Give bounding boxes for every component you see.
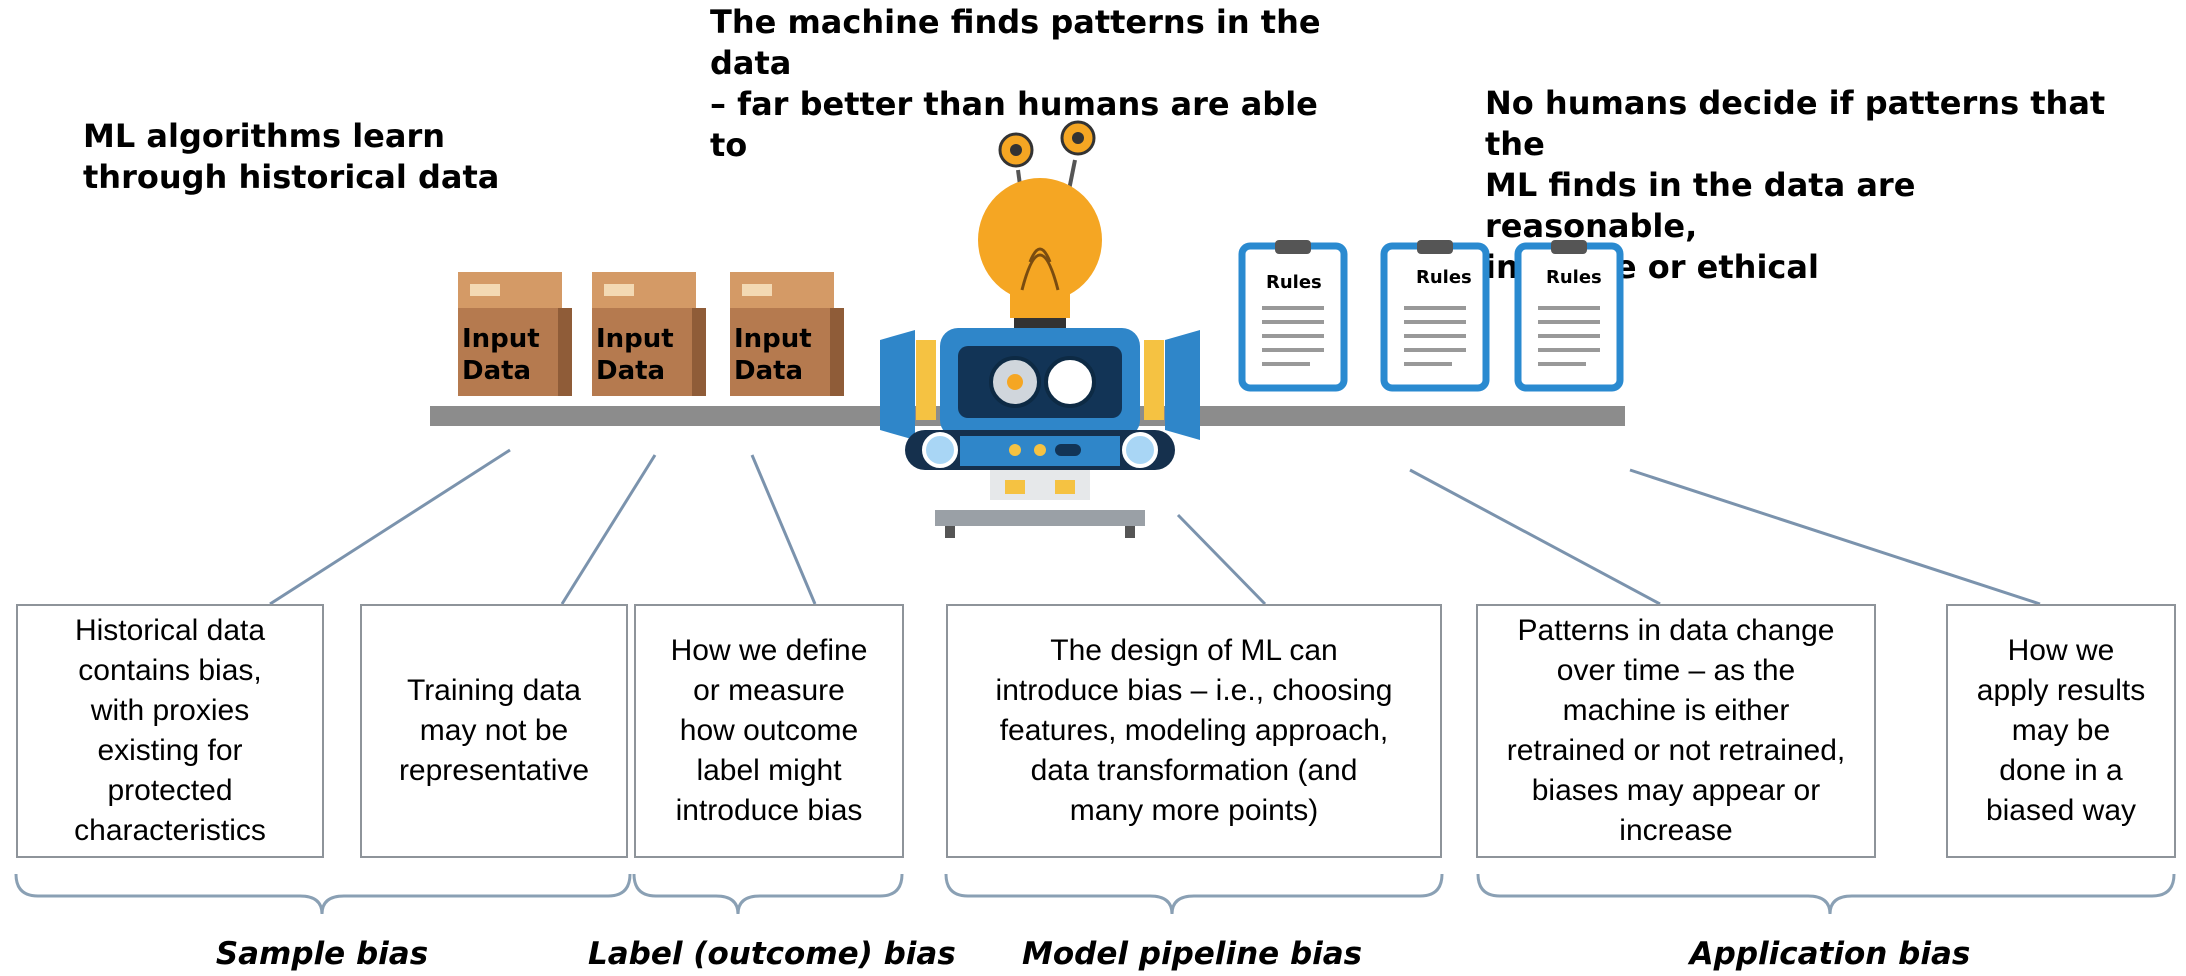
connector-lines: [269, 448, 2041, 606]
bias-box-historical-data: Historical data contains bias, with prox…: [16, 604, 324, 858]
input-data-label-1b: Data: [462, 356, 531, 386]
input-data-box: Input Data: [458, 272, 572, 396]
connector-line: [750, 454, 817, 605]
rules-clipboard: Rules: [1380, 240, 1490, 392]
bias-box-text: How we define or measure how outcome lab…: [670, 634, 868, 827]
lightbulb-icon: [978, 178, 1102, 302]
heading-no-human-review: No humans decide if patterns that the ML…: [1485, 84, 2106, 286]
label-sample-bias: Sample bias: [215, 936, 429, 972]
bracket-application-bias: [1476, 873, 2176, 915]
bracket-pipeline-bias: [944, 873, 1444, 915]
rules-clipboard: Rules: [1514, 240, 1624, 392]
bracket-label-bias: [632, 873, 904, 915]
brackets: [14, 873, 2176, 915]
bias-box-text: Training data may not be representative: [398, 674, 590, 787]
input-data-label-2b: Data: [596, 356, 665, 386]
bias-box-text: Historical data contains bias, with prox…: [74, 614, 266, 847]
rules-clipboard: Rules: [1238, 240, 1348, 392]
connector-line: [1409, 468, 1661, 606]
heading-historical-data: ML algorithms learn through historical d…: [83, 117, 500, 196]
label-application-bias: Application bias: [1689, 936, 1971, 972]
input-data-label-1: Input: [462, 324, 540, 354]
robot-machine-icon: [880, 120, 1200, 538]
bias-box-text: The design of ML can introduce bias – i.…: [995, 634, 1393, 827]
input-data-label-3b: Data: [734, 356, 803, 386]
heading-patterns: The machine finds patterns in the data –…: [710, 3, 1321, 164]
label-pipeline-bias: Model pipeline bias: [1022, 936, 1363, 972]
input-data-label-3: Input: [734, 324, 812, 354]
rules-label-2: Rules: [1416, 267, 1472, 288]
connector-line: [560, 454, 657, 605]
bracket-sample-bias: [14, 873, 632, 915]
connector-line: [1176, 513, 1267, 606]
rules-label-3: Rules: [1546, 267, 1602, 288]
label-outcome-bias: Label (outcome) bias: [588, 936, 956, 972]
input-data-box: Input Data: [592, 272, 706, 396]
connector-line: [1629, 468, 2041, 606]
rules-label-1: Rules: [1266, 272, 1322, 293]
bias-box-text: Patterns in data change over time – as t…: [1506, 614, 1846, 847]
bias-box-patterns-change: Patterns in data change over time – as t…: [1476, 604, 1876, 858]
input-data-label-2: Input: [596, 324, 674, 354]
bias-box-outcome-label: How we define or measure how outcome lab…: [634, 604, 904, 858]
bias-box-text: How we apply results may be done in a bi…: [1976, 634, 2146, 827]
bias-box-ml-design: The design of ML can introduce bias – i.…: [946, 604, 1442, 858]
bias-box-training-data: Training data may not be representative: [360, 604, 628, 858]
bias-box-apply-results: How we apply results may be done in a bi…: [1946, 604, 2176, 858]
input-data-box: Input Data: [730, 272, 844, 396]
connector-line: [269, 448, 511, 606]
